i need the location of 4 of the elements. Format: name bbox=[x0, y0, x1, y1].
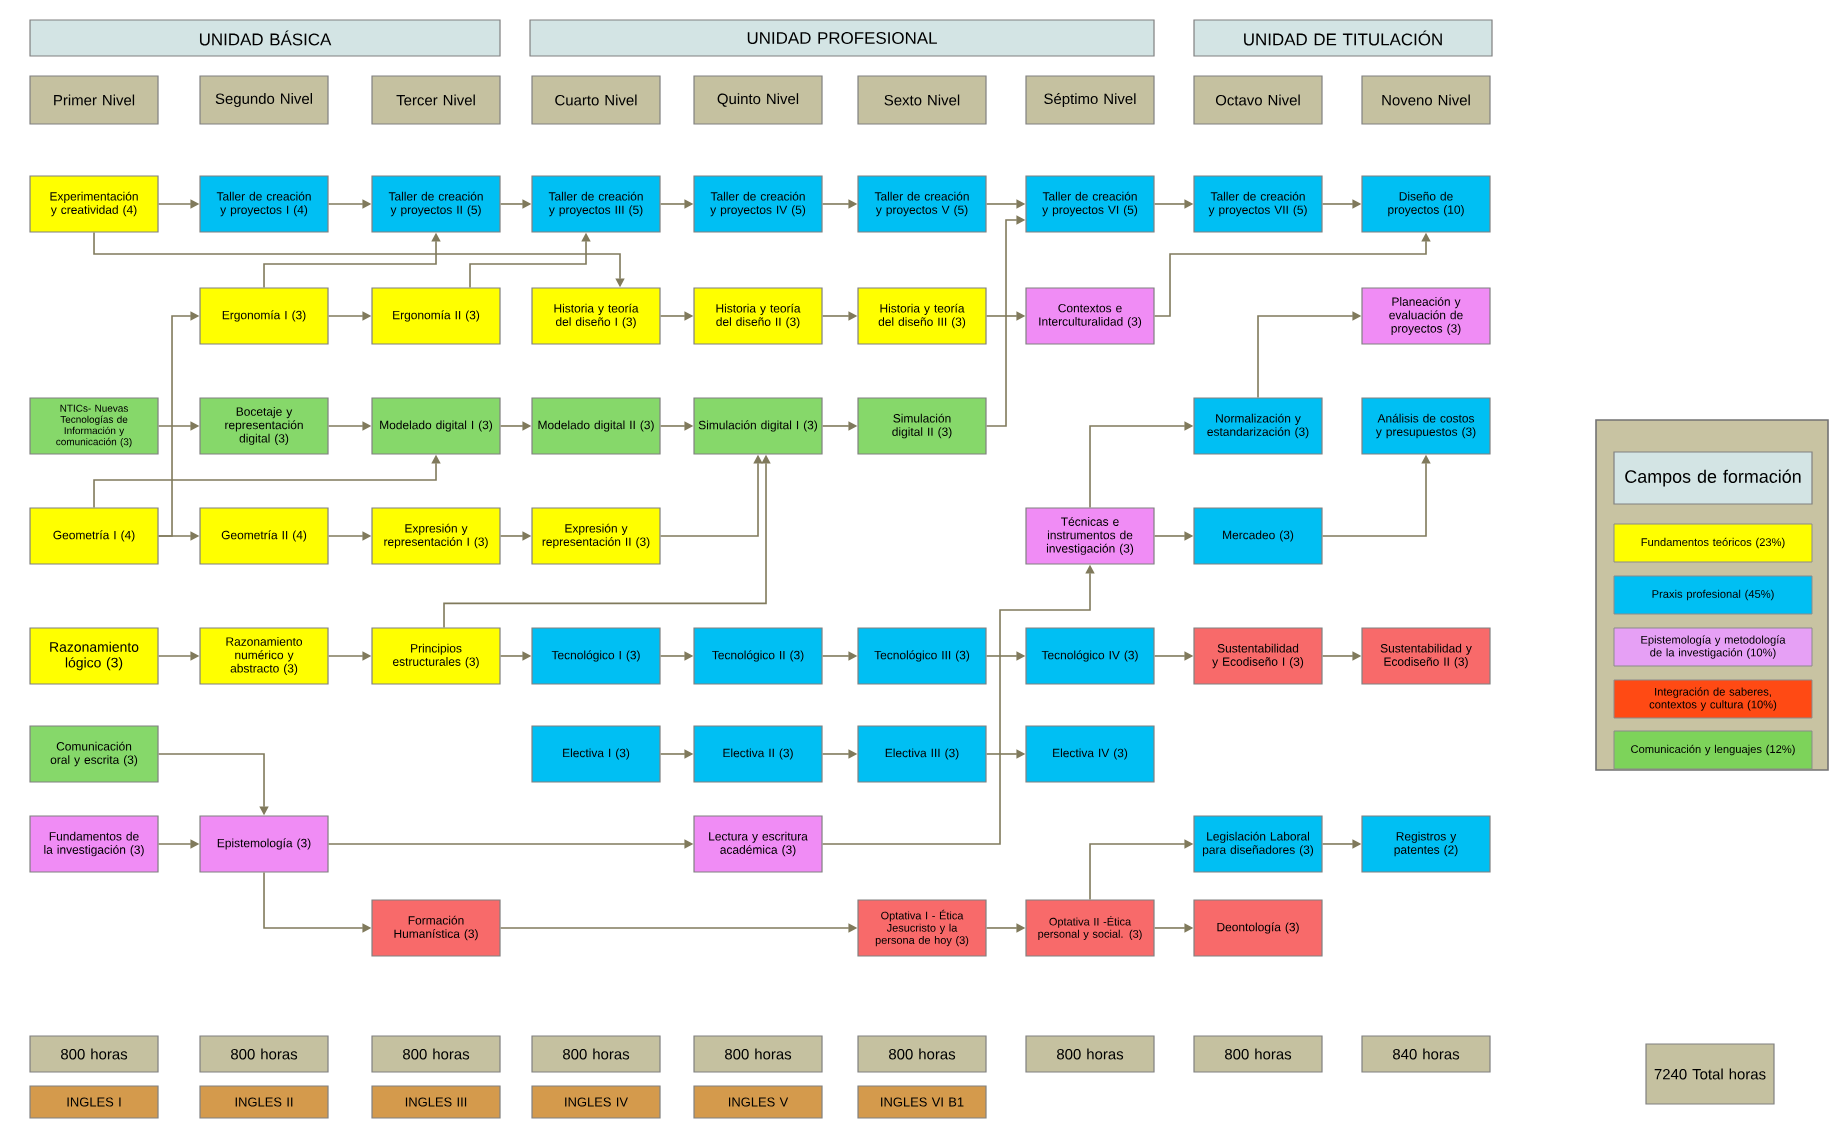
legend-heading: Campos de formación bbox=[1613, 451, 1813, 505]
unit-banner: UNIDAD BÁSICA bbox=[29, 19, 501, 57]
unit-banner: UNIDAD DE TITULACIÓN bbox=[1193, 19, 1493, 57]
unit-banner: UNIDAD PROFESIONAL bbox=[529, 19, 1155, 57]
